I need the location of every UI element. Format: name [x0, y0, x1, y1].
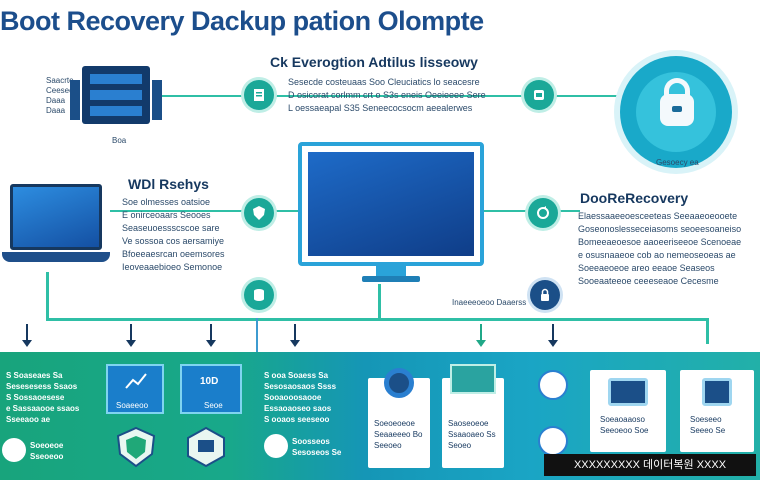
- footer-banner: XXXXXXXXX 데이터복원 XXXX: [544, 454, 756, 476]
- analytics-tile: Soaeeoo: [106, 364, 164, 414]
- down-arrow-icon: [476, 324, 486, 347]
- connector-mid-left: [110, 210, 298, 212]
- down-arrow-icon: [548, 324, 558, 347]
- info-card: Soeseeo Seeeo Se: [680, 370, 754, 452]
- down-arrow-icon: [290, 324, 300, 347]
- down-arrow-icon: [126, 324, 136, 347]
- server-label: Ceesee: [46, 86, 74, 95]
- band-left-text: S Soaseaes Sa Sesesesess Ssaos S Sossaoe…: [6, 371, 80, 424]
- server-caption: Boa: [112, 136, 127, 145]
- down-arrow-icon: [206, 324, 216, 347]
- check-icon: [538, 426, 568, 456]
- left-description: Soe olmesses oatsioe E onirceoaars Seooe…: [122, 197, 225, 272]
- clock-icon: [264, 434, 288, 458]
- server-tile: 10D Seoe: [180, 364, 242, 414]
- connector-bottom-left: [46, 318, 382, 321]
- shield-icon: [116, 426, 156, 468]
- shield-node-icon: [244, 198, 274, 228]
- right-description: Elaessaaeeoesceeteas Seeaaeoeooete Goseo…: [578, 211, 742, 286]
- connector-top: [160, 95, 620, 97]
- monitor-illustration: [298, 142, 484, 284]
- disk-icon: [384, 368, 414, 398]
- left-heading: WDl Rsehys: [128, 176, 209, 192]
- connector-bottom-right: [378, 318, 708, 321]
- top-description: Sesecde costeuaas Soo Cleuciatics lo sea…: [288, 77, 486, 113]
- server-label: Daaa: [46, 96, 66, 105]
- laptop-illustration: [2, 184, 110, 270]
- server-illustration: [70, 66, 162, 126]
- page-title: Boot Recovery Dackup pation Olompte: [0, 6, 484, 36]
- storage-box-icon: [450, 364, 496, 394]
- lock-caption: Gesoecy ea: [656, 158, 699, 167]
- circle-caption: Soosseos Sesoseos Se: [292, 437, 342, 457]
- storage-node-icon: [524, 80, 554, 110]
- status-icon: [538, 370, 568, 400]
- band-mid-text: S ooa Soaess Sa Sesosaosaos Ssss Sooaooo…: [264, 371, 337, 424]
- cloud-icon: [2, 438, 26, 462]
- info-card: Soeoeoeoe Seaaeeeo Bo Seeoeo: [368, 368, 430, 468]
- monitor-caption: Inaeeeoeoo Daaerss: [452, 298, 527, 307]
- connector-right-drop: [706, 318, 709, 344]
- server-label: Daaa: [46, 106, 66, 115]
- document-node-icon: [244, 80, 274, 110]
- connector-monitor-down: [378, 284, 381, 320]
- info-card: Soeaoaaoso Seeoeoo Soe: [590, 370, 666, 452]
- tablet-icon: [702, 378, 732, 406]
- hexagon-icon: [187, 426, 225, 468]
- top-heading: Ck Everogtion Adtilus lisseowy: [270, 54, 478, 70]
- band-bottom-left-text: Soeoeoe Sseoeoo: [30, 441, 64, 461]
- lock-icon: [620, 56, 732, 168]
- connector-laptop-drop: [46, 272, 49, 320]
- right-heading: DooReRecovery: [580, 190, 689, 206]
- server-label: Saacrte: [46, 76, 74, 85]
- database-node-icon: [244, 280, 274, 310]
- info-card: Saoseoeoe Ssaaoaeo Ss Seoeo: [442, 364, 504, 468]
- chart-icon: [125, 373, 147, 389]
- device-icon: [608, 378, 648, 406]
- down-arrow-icon: [22, 324, 32, 347]
- lock-node-icon: [530, 280, 560, 310]
- recovery-node-icon: [528, 198, 558, 228]
